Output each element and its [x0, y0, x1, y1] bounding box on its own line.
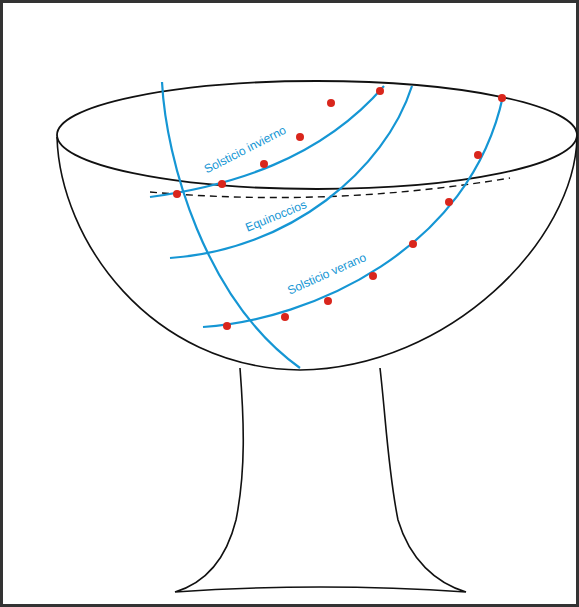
summer-solstice-line	[203, 96, 503, 327]
cup-stem	[175, 368, 466, 592]
equinox-line	[170, 86, 412, 258]
cup-rim	[57, 81, 577, 189]
meridian-line	[162, 82, 300, 368]
hour-dots	[173, 87, 506, 330]
